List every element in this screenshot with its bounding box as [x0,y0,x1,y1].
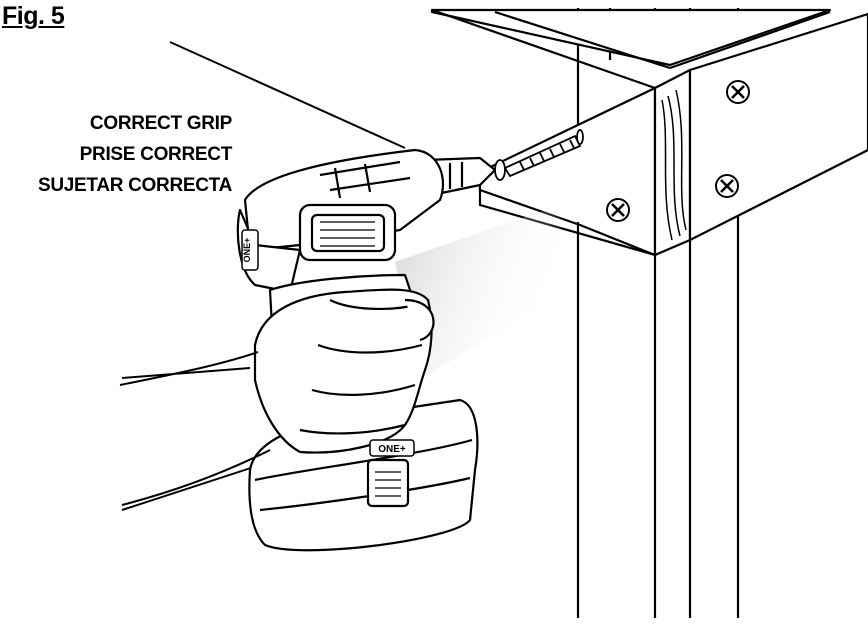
screw-head-1 [606,198,630,222]
screw-head-2 [726,80,750,104]
figure-label: Fig. 5 [2,2,65,30]
caption-english: CORRECT GRIP [89,113,232,134]
screw-head-3 [715,174,739,198]
badge-battery [369,439,415,457]
gloved-hand [253,288,435,454]
light-beam [395,205,565,380]
caption-block: CORRECT GRIP PRISE CORRECT SUJETAR CORRE… [0,108,232,201]
screw-heads [606,80,750,222]
brand-badges [241,229,415,457]
badge-battery-text: ONE+ [378,444,406,455]
caption-spanish: SUJETAR CORRECTA [37,175,232,196]
badge-rear-text: ONE+ [242,238,252,263]
forearm [119,351,271,506]
caption-french: PRISE CORRECT [79,144,233,165]
wall-lines [121,41,406,511]
screw [494,129,584,181]
badge-rear [241,229,259,271]
